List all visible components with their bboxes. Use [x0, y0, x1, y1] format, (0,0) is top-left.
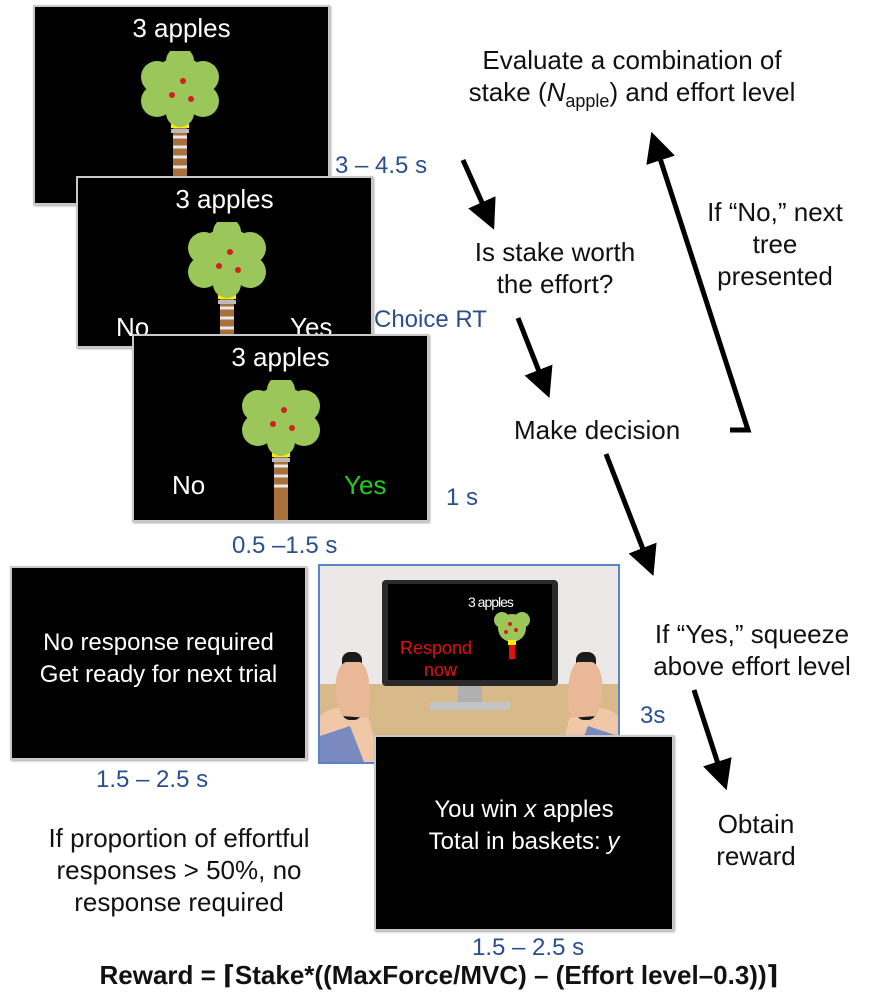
timing-label: Choice RT: [374, 306, 487, 333]
obtain-line: reward: [716, 841, 796, 871]
monitor-title: 3 apples: [468, 594, 514, 610]
evaluate-line: stake (Napple) and effort level: [412, 76, 852, 117]
basket-prefix: Total in baskets:: [428, 828, 608, 855]
reward-suffix: apples: [536, 796, 614, 823]
proportion-text: If proportion of effortful responses > 5…: [6, 822, 352, 918]
if-yes-line: above effort level: [653, 651, 851, 681]
arrow-to-decision: [515, 317, 553, 398]
if-yes-line: If “Yes,” squeeze: [654, 619, 850, 649]
reward-formula: Reward = ⌈Stake*((MaxForce/MVC) – (Effor…: [99, 960, 779, 990]
worth-text: Is stake worth the effort?: [440, 236, 670, 300]
basket-variable: y: [607, 828, 620, 855]
obtain-line: Obtain: [717, 809, 795, 839]
worth-line: the effort?: [496, 269, 614, 299]
stake-variable: N: [546, 77, 566, 107]
respond-now-line: Respond: [400, 638, 473, 658]
make-decision-text: Make decision: [514, 415, 681, 445]
if-no-line: tree: [752, 229, 798, 259]
screen-reward: You win x apples Total in baskets: y: [374, 735, 674, 931]
obtain-reward-text: Obtain reward: [696, 808, 816, 872]
reward-variable: x: [524, 796, 537, 823]
timing-label: 3 – 4.5 s: [335, 152, 428, 179]
screen-tree-presentation: 3 apples: [33, 5, 330, 205]
screen-message-line: Get ready for next trial: [39, 661, 278, 688]
apple-tree-icon: [188, 222, 266, 352]
timing-label: 0.5 –1.5 s: [232, 532, 338, 559]
reward-line: You win x apples: [376, 795, 672, 825]
if-no-line: If “No,” next: [707, 197, 843, 227]
no-option: No: [172, 470, 206, 500]
screen-title: 3 apples: [132, 13, 231, 43]
arrow-to-worth: [460, 158, 496, 230]
evaluate-prefix: stake (: [468, 77, 547, 107]
stake-subscript: apple: [565, 91, 610, 112]
proportion-line: response required: [74, 887, 284, 917]
screen-no-response: No response required Get ready for next …: [10, 566, 307, 760]
worth-line: Is stake worth: [474, 237, 636, 267]
if-no-line: presented: [717, 261, 833, 291]
if-yes-text: If “Yes,” squeeze above effort level: [628, 618, 876, 682]
screen-message-line: No response required: [43, 629, 274, 656]
basket-line: Total in baskets: y: [376, 827, 672, 857]
if-no-text: If “No,” next tree presented: [680, 196, 870, 292]
screen-choice: 3 apples No Yes: [76, 176, 373, 352]
timing-label: 3s: [640, 702, 666, 729]
arrow-if-no-loop: [646, 131, 752, 433]
proportion-line: responses > 50%, no: [56, 855, 302, 885]
setup-photo: 3 apples Respond now: [318, 564, 620, 764]
apple-tree-icon: [141, 51, 219, 201]
proportion-line: If proportion of effortful: [48, 823, 310, 853]
reward-prefix: You win: [434, 796, 525, 823]
evaluate-suffix: ) and effort level: [609, 77, 796, 107]
arrow-to-reward: [691, 689, 732, 791]
timing-label: 1.5 – 2.5 s: [472, 934, 585, 961]
screen-choice-confirmed: 3 apples No Yes: [132, 334, 429, 522]
setup-illustration: [320, 566, 618, 762]
evaluate-text: Evaluate a combination of stake (Napple)…: [412, 44, 852, 117]
timing-label: 1 s: [446, 484, 479, 511]
screen-title: 3 apples: [175, 184, 274, 214]
arrow-to-squeeze: [603, 453, 657, 576]
apple-tree-icon: [242, 380, 320, 520]
timing-label: 1.5 – 2.5 s: [96, 766, 209, 793]
evaluate-line: Evaluate a combination of: [482, 45, 782, 75]
screen-title: 3 apples: [231, 342, 330, 372]
yes-option-selected: Yes: [344, 470, 387, 500]
respond-now-line: now: [424, 660, 458, 680]
